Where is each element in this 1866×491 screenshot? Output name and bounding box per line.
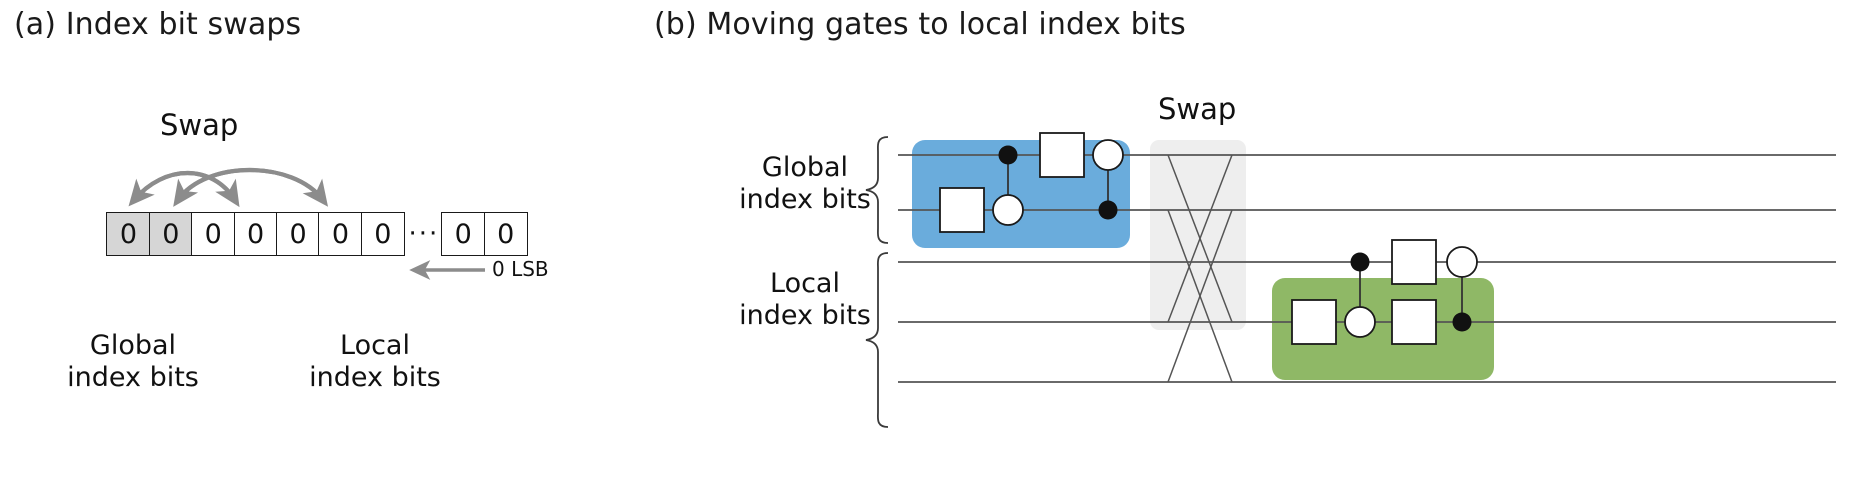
control-filled-dot	[1452, 312, 1472, 332]
panel-b-title: (b) Moving gates to local index bits	[654, 7, 1186, 42]
bit-string-row: 0 0 0 0 0 0 0 ··· 0 0	[106, 212, 528, 256]
control-open-circle	[1344, 306, 1376, 338]
quantum-circuit	[865, 132, 1836, 428]
bit-box: 0	[233, 212, 278, 256]
bit-box: 0	[106, 212, 151, 256]
local-label-line2: index bits	[739, 299, 871, 331]
bit-box: 0	[148, 212, 193, 256]
local-label-line2: index bits	[309, 361, 441, 393]
bit-box: 0	[360, 212, 405, 256]
bit-box: 0	[483, 212, 528, 256]
gate-box	[1291, 299, 1337, 345]
control-open-circle	[992, 194, 1024, 226]
local-label-line1: Local	[770, 268, 840, 299]
swap-arrow-3	[132, 170, 240, 208]
swap-arrow-4	[176, 167, 329, 207]
swap-cross-line-2	[1167, 154, 1233, 323]
panel-moving-gates: (b) Moving gates to local index bits Swa…	[640, 0, 1866, 491]
global-index-bits-label-b: Global index bits	[710, 152, 900, 216]
global-group-brace	[865, 136, 889, 244]
global-label-line2: index bits	[67, 361, 199, 393]
local-index-bits-label-a: Local index bits	[300, 330, 450, 394]
bit-ellipsis: ···	[408, 219, 440, 249]
swap-cross-line-4	[1167, 209, 1233, 383]
gate-box	[1391, 239, 1437, 285]
bit-box: 0	[318, 212, 363, 256]
bit-box: 0	[441, 212, 486, 256]
control-filled-dot	[1350, 252, 1370, 272]
swap-label-a: Swap	[160, 108, 239, 142]
global-label-line1: Global	[89, 330, 177, 361]
global-index-bits-label-a: Global index bits	[58, 330, 208, 394]
control-open-circle	[1446, 246, 1478, 278]
local-label-line1: Local	[340, 330, 410, 361]
control-filled-dot	[998, 145, 1018, 165]
swap-arrow-2	[173, 167, 325, 207]
control-open-circle	[1092, 139, 1124, 171]
local-group-brace	[865, 252, 889, 428]
global-label-line1: Global	[761, 152, 849, 183]
swap-arrow-1	[128, 170, 237, 207]
global-label-line2: index bits	[739, 183, 871, 215]
lsb-label: 0 LSB	[492, 257, 549, 281]
panel-a-title: (a) Index bit swaps	[14, 7, 302, 42]
bit-box: 0	[191, 212, 236, 256]
bit-box: 0	[276, 212, 321, 256]
gate-box	[939, 187, 985, 233]
local-index-bits-label-b: Local index bits	[710, 268, 900, 332]
swap-label-b: Swap	[1158, 92, 1237, 126]
control-filled-dot	[1098, 200, 1118, 220]
gate-box	[1391, 299, 1437, 345]
panel-index-bit-swaps: (a) Index bit swaps Swap 0 0 0 0 0 0	[0, 0, 640, 491]
gate-box	[1039, 132, 1085, 178]
